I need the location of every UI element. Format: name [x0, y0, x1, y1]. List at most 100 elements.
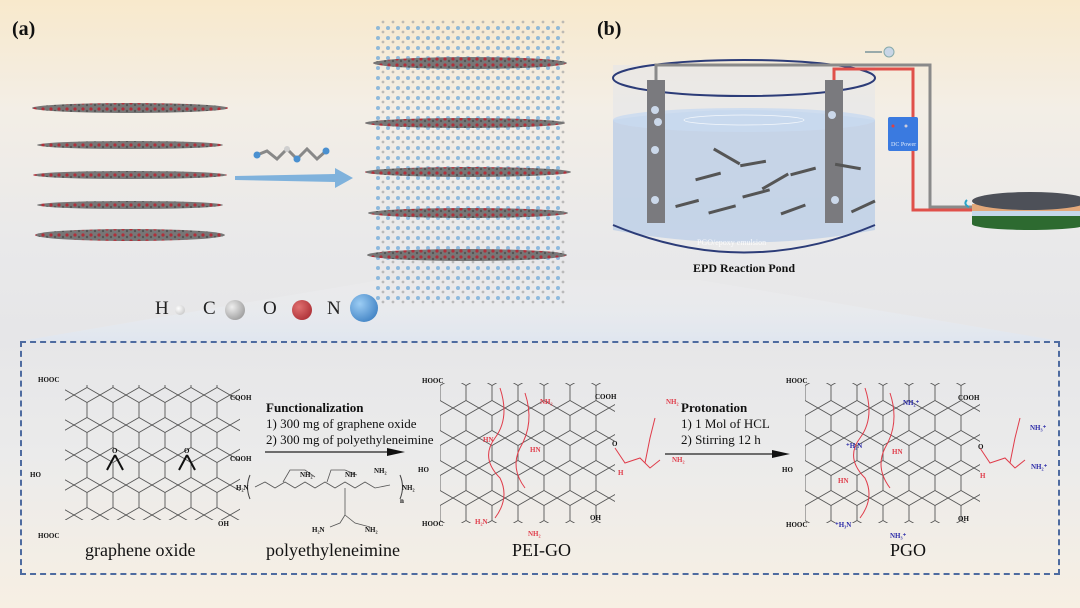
nitrogen-atom-icon — [350, 294, 378, 322]
peigo-amide-h: H — [618, 469, 624, 477]
dc-power-box — [888, 117, 918, 151]
legend-n-label: N — [327, 298, 341, 319]
label-polyethyleneimine: polyethyleneimine — [266, 540, 400, 560]
pgo-nh2p-a: NH₂⁺ — [903, 399, 920, 407]
peigo-amide-o: O — [612, 440, 618, 448]
go-hooc-bottom: HOOC — [38, 532, 60, 540]
tank-bottom-rim — [612, 224, 876, 254]
pei-nh-a: NH — [345, 471, 356, 479]
pei-nh2-bottom: NH₂ — [365, 526, 378, 534]
panel-b-label: (b) — [597, 18, 622, 40]
coated-substrate — [964, 192, 1080, 230]
epd-pond-caption: EPD Reaction Pond — [693, 261, 795, 275]
pei-go-3d-model — [365, 20, 571, 305]
pgo-oh: OH — [958, 515, 969, 523]
step-1-title: Functionalization — [266, 400, 364, 415]
pgo-amide-h: H — [980, 472, 986, 480]
legend-o-label: O — [263, 298, 277, 319]
go-layer — [32, 103, 228, 113]
go-layer — [37, 141, 223, 149]
protonation-arrow — [665, 450, 790, 458]
peigo-hooc-bottom: HOOC — [422, 520, 444, 528]
functionalization-arrow — [265, 448, 405, 456]
pei-go-layer — [373, 57, 567, 69]
pgo-hooc-top: HOOC — [786, 377, 808, 385]
pei-h2n-left: H₂N — [236, 484, 249, 492]
intercalation-arrow — [235, 168, 353, 188]
tank-rim — [612, 59, 876, 97]
label-pei-go: PEI-GO — [512, 540, 571, 560]
reaction-scheme-box — [20, 341, 1060, 575]
go-ho: HO — [30, 471, 41, 479]
emulsion-label: PGO/epoxy emulsion — [697, 238, 767, 247]
peigo-nh2-c: NH₂ — [666, 398, 679, 406]
go-layer — [37, 201, 223, 209]
go-epoxide-o-2: O — [184, 447, 190, 455]
panel-a-label: (a) — [12, 18, 36, 40]
peigo-cooh: COOH — [595, 393, 617, 401]
pgo-ho: HO — [782, 466, 793, 474]
positive-wire — [832, 67, 980, 212]
label-graphene-oxide: graphene oxide — [85, 540, 196, 560]
go-epoxide-o-1: O — [112, 447, 118, 455]
pgo-cooh: COOH — [958, 394, 980, 402]
go-cooh-top: COOH — [230, 394, 252, 402]
electrolyte — [613, 110, 875, 243]
pei-nh2-a: NH₂ — [300, 471, 313, 479]
pei-go-layer — [365, 118, 565, 128]
dc-power-label: DC Power — [891, 142, 917, 148]
polyethyleneimine-structure — [247, 469, 403, 528]
pei-go-layer — [368, 208, 568, 218]
pgo-nh3p-right: NH₃⁺ — [1030, 424, 1047, 432]
step-2-line-1: 1) 1 Mol of HCL — [681, 416, 770, 431]
pgo-nh3p: NH₃⁺ — [890, 532, 907, 540]
graphene-oxide-layers — [32, 103, 228, 241]
functionalization-step: Functionalization 1) 300 mg of graphene … — [266, 400, 434, 448]
pgo-hooc-bottom: HOOC — [786, 521, 808, 529]
peigo-hn-b: HN — [530, 446, 541, 454]
peigo-hn-a: HN — [483, 436, 494, 444]
peigo-nh2-b: NH₂ — [528, 530, 541, 538]
go-layer — [35, 229, 225, 241]
electron-icon — [883, 46, 895, 58]
peigo-nh2-d: NH₂ — [672, 456, 685, 464]
label-pgo: PGO — [890, 540, 927, 560]
pei-go-layer — [367, 249, 567, 261]
pgo-nh2p-right: NH₂⁺ — [1031, 463, 1048, 471]
pgo-structure — [805, 383, 1026, 523]
step-1-line-1: 1) 300 mg of graphene oxide — [266, 416, 417, 431]
pgo-amide-o: O — [978, 443, 984, 451]
pei-go-structure — [440, 383, 661, 523]
pgo-flakes — [675, 147, 876, 216]
peigo-ho: HO — [418, 466, 429, 474]
peigo-hooc-top: HOOC — [422, 377, 444, 385]
pei-h2n-bottom: H₂N — [312, 526, 325, 534]
peigo-h2n: H₂N — [475, 518, 488, 526]
pgo-hn: HN — [892, 448, 903, 456]
go-cooh-right: COOH — [230, 455, 252, 463]
pei-nh2-right: NH₂ — [402, 484, 415, 492]
peigo-nh2-a: NH₂ — [540, 398, 553, 406]
go-layer — [33, 171, 227, 179]
peigo-oh: OH — [590, 514, 601, 522]
graphene-oxide-structure — [65, 385, 240, 520]
go-oh: OH — [218, 520, 229, 528]
legend-c-label: C — [203, 298, 216, 319]
legend-h-label: H — [155, 298, 169, 319]
go-hooc-top: HOOC — [38, 376, 60, 384]
pgo-hn-b: HN — [838, 477, 849, 485]
step-2-line-2: 2) Stirring 12 h — [681, 432, 761, 447]
hydrogen-atom-icon — [175, 305, 185, 315]
protonation-step: Protonation 1) 1 Mol of HCL 2) Stirring … — [681, 400, 770, 448]
epd-apparatus — [612, 46, 1080, 254]
pei-n-subscript: n — [400, 497, 404, 505]
oxygen-atom-icon — [292, 300, 312, 320]
step-2-title: Protonation — [681, 400, 748, 415]
step-1-line-2: 2) 300 mg of polyethyleneimine — [266, 432, 434, 447]
pgo-h3np: ⁺H₃N — [835, 521, 852, 529]
negative-wire — [654, 63, 980, 209]
pei-nh2-b: NH₂ — [374, 467, 387, 475]
pgo-h2np: ⁺H₂N — [846, 442, 863, 450]
pei-go-layer — [365, 167, 571, 177]
carbon-atom-icon — [225, 300, 245, 320]
